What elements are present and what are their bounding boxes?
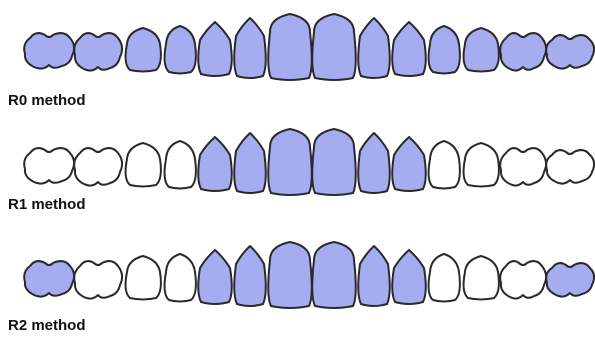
tooth-canine-6 (234, 18, 266, 78)
tooth-canine-5 (198, 250, 232, 304)
tooth-premolar-12 (464, 28, 499, 72)
tooth-molar-1 (24, 33, 74, 69)
tooth-premolar-3 (126, 28, 161, 72)
tooth-row-r1 (0, 127, 595, 197)
tooth-canine-9 (358, 246, 390, 306)
tooth-canine-10 (392, 137, 426, 191)
tooth-premolar-4 (165, 26, 196, 74)
tooth-canine-5 (198, 137, 232, 191)
tooth-incisor-8 (312, 129, 356, 195)
tooth-incisor-8 (312, 242, 356, 308)
tooth-incisor-7 (268, 129, 312, 195)
tooth-incisor-7 (268, 14, 312, 80)
tooth-row-r1-svg (0, 127, 595, 197)
tooth-premolar-4 (165, 254, 196, 302)
tooth-row-r0 (0, 12, 595, 82)
tooth-molar-1 (24, 148, 74, 184)
tooth-premolar-11 (429, 26, 460, 74)
tooth-molar-13 (500, 148, 546, 186)
tooth-molar-14 (546, 263, 594, 297)
tooth-molar-14 (546, 150, 594, 184)
tooth-canine-6 (234, 133, 266, 193)
tooth-molar-2 (74, 33, 122, 71)
tooth-row-r2 (0, 240, 595, 310)
tooth-premolar-3 (126, 143, 161, 187)
tooth-premolar-11 (429, 254, 460, 302)
tooth-molar-2 (74, 148, 122, 186)
tooth-molar-2 (74, 261, 122, 299)
tooth-premolar-11 (429, 141, 460, 189)
tooth-row-r0-svg (0, 12, 595, 82)
tooth-canine-9 (358, 133, 390, 193)
method-label-r0: R0 method (8, 92, 86, 109)
tooth-premolar-12 (464, 143, 499, 187)
tooth-incisor-7 (268, 242, 312, 308)
method-label-r1: R1 method (8, 196, 86, 213)
tooth-canine-9 (358, 18, 390, 78)
tooth-row-r2-svg (0, 240, 595, 310)
tooth-premolar-3 (126, 256, 161, 300)
tooth-premolar-12 (464, 256, 499, 300)
tooth-canine-10 (392, 250, 426, 304)
tooth-canine-5 (198, 22, 232, 76)
tooth-canine-6 (234, 246, 266, 306)
tooth-incisor-8 (312, 14, 356, 80)
tooth-canine-10 (392, 22, 426, 76)
tooth-molar-13 (500, 261, 546, 299)
tooth-molar-13 (500, 33, 546, 71)
method-label-r2: R2 method (8, 317, 86, 334)
tooth-molar-14 (546, 35, 594, 69)
tooth-premolar-4 (165, 141, 196, 189)
tooth-molar-1 (24, 261, 74, 297)
